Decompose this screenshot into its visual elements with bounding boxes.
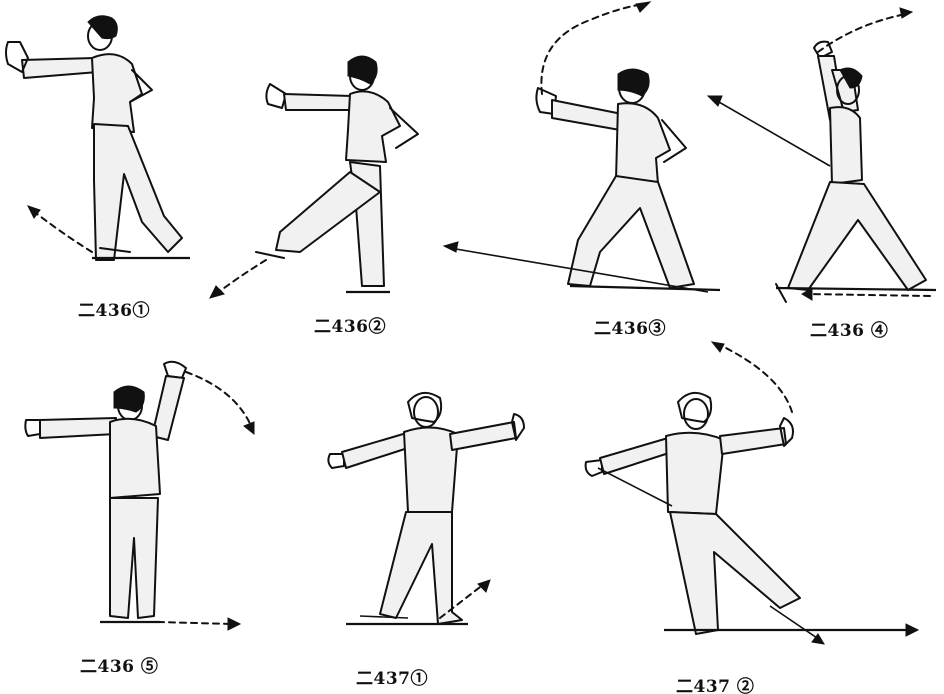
caption-437-2: 二437 ②: [676, 677, 755, 694]
caption-436-1: 二436①: [78, 301, 150, 321]
figure-436-1-drawing: [5, 15, 190, 261]
figure-436-4: 二436 ④: [706, 0, 944, 345]
figure-436-5-drawing: [24, 360, 255, 631]
figure-436-2: 二436②: [200, 40, 440, 340]
figure-437-1-drawing: [327, 391, 525, 626]
caption-437-1: 二437①: [356, 669, 428, 689]
figure-437-2-drawing: [584, 341, 920, 645]
caption-436-5: 二436 ⑤: [80, 657, 159, 677]
caption-436-3: 二436③: [594, 319, 666, 339]
figure-436-1: 二436①: [0, 0, 200, 330]
caption-436-4: 二436 ④: [810, 321, 889, 341]
figure-437-1: 二437①: [300, 380, 560, 690]
caption-436-2: 二436②: [314, 317, 386, 337]
figure-436-5: 二436 ⑤: [0, 350, 270, 680]
figure-436-4-drawing: [706, 7, 937, 303]
figure-436-2-drawing: [209, 55, 419, 299]
figure-436-3: 二436③: [440, 0, 730, 345]
figure-436-3-drawing: [442, 1, 721, 293]
figure-437-2: 二437 ②: [580, 340, 944, 694]
